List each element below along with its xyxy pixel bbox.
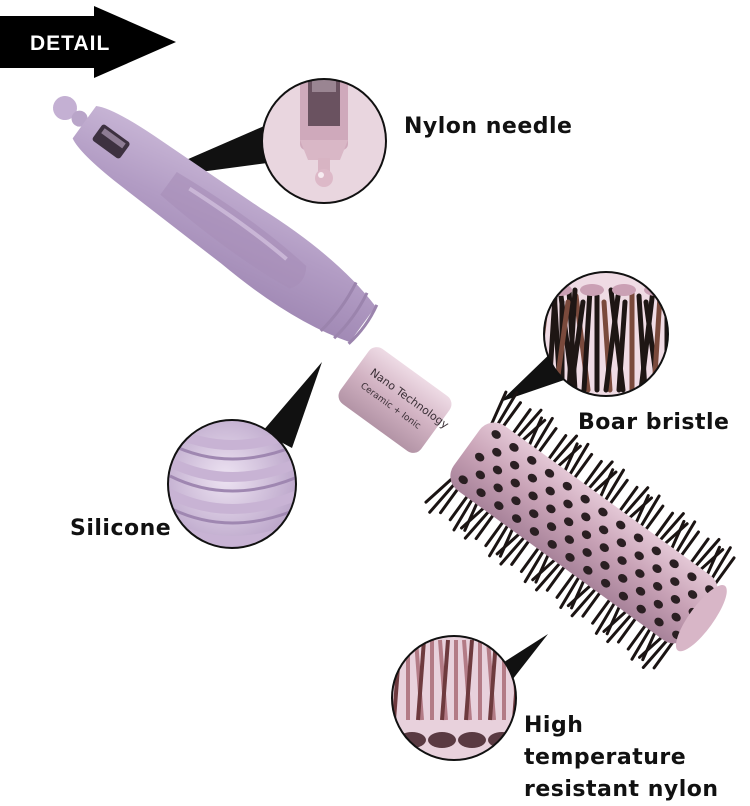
barrel-vents [458,430,716,640]
detail-banner: DETAIL [0,6,178,78]
handle-tip [52,96,77,121]
label-high-temp-nylon: High temperature resistant nylon [524,710,750,806]
label-silicone: Silicone [70,516,172,541]
banner-label: DETAIL [30,32,111,55]
barrel-end [675,585,727,652]
label-high-temp-line-1: High temperature [524,713,687,770]
label-high-temp-line-2: resistant nylon [524,777,719,802]
nylon-needle-zoom [261,78,387,204]
label-boar-bristle: Boar bristle [578,410,730,435]
nylon-zoom [391,635,517,761]
hair-brush: Nano Technology Ceramic + Ionic [52,96,736,670]
silicone-pointer [262,362,322,448]
label-nylon-needle: Nylon needle [404,114,573,139]
banner-arrow-shape [0,6,176,78]
brush-collar [338,347,452,453]
